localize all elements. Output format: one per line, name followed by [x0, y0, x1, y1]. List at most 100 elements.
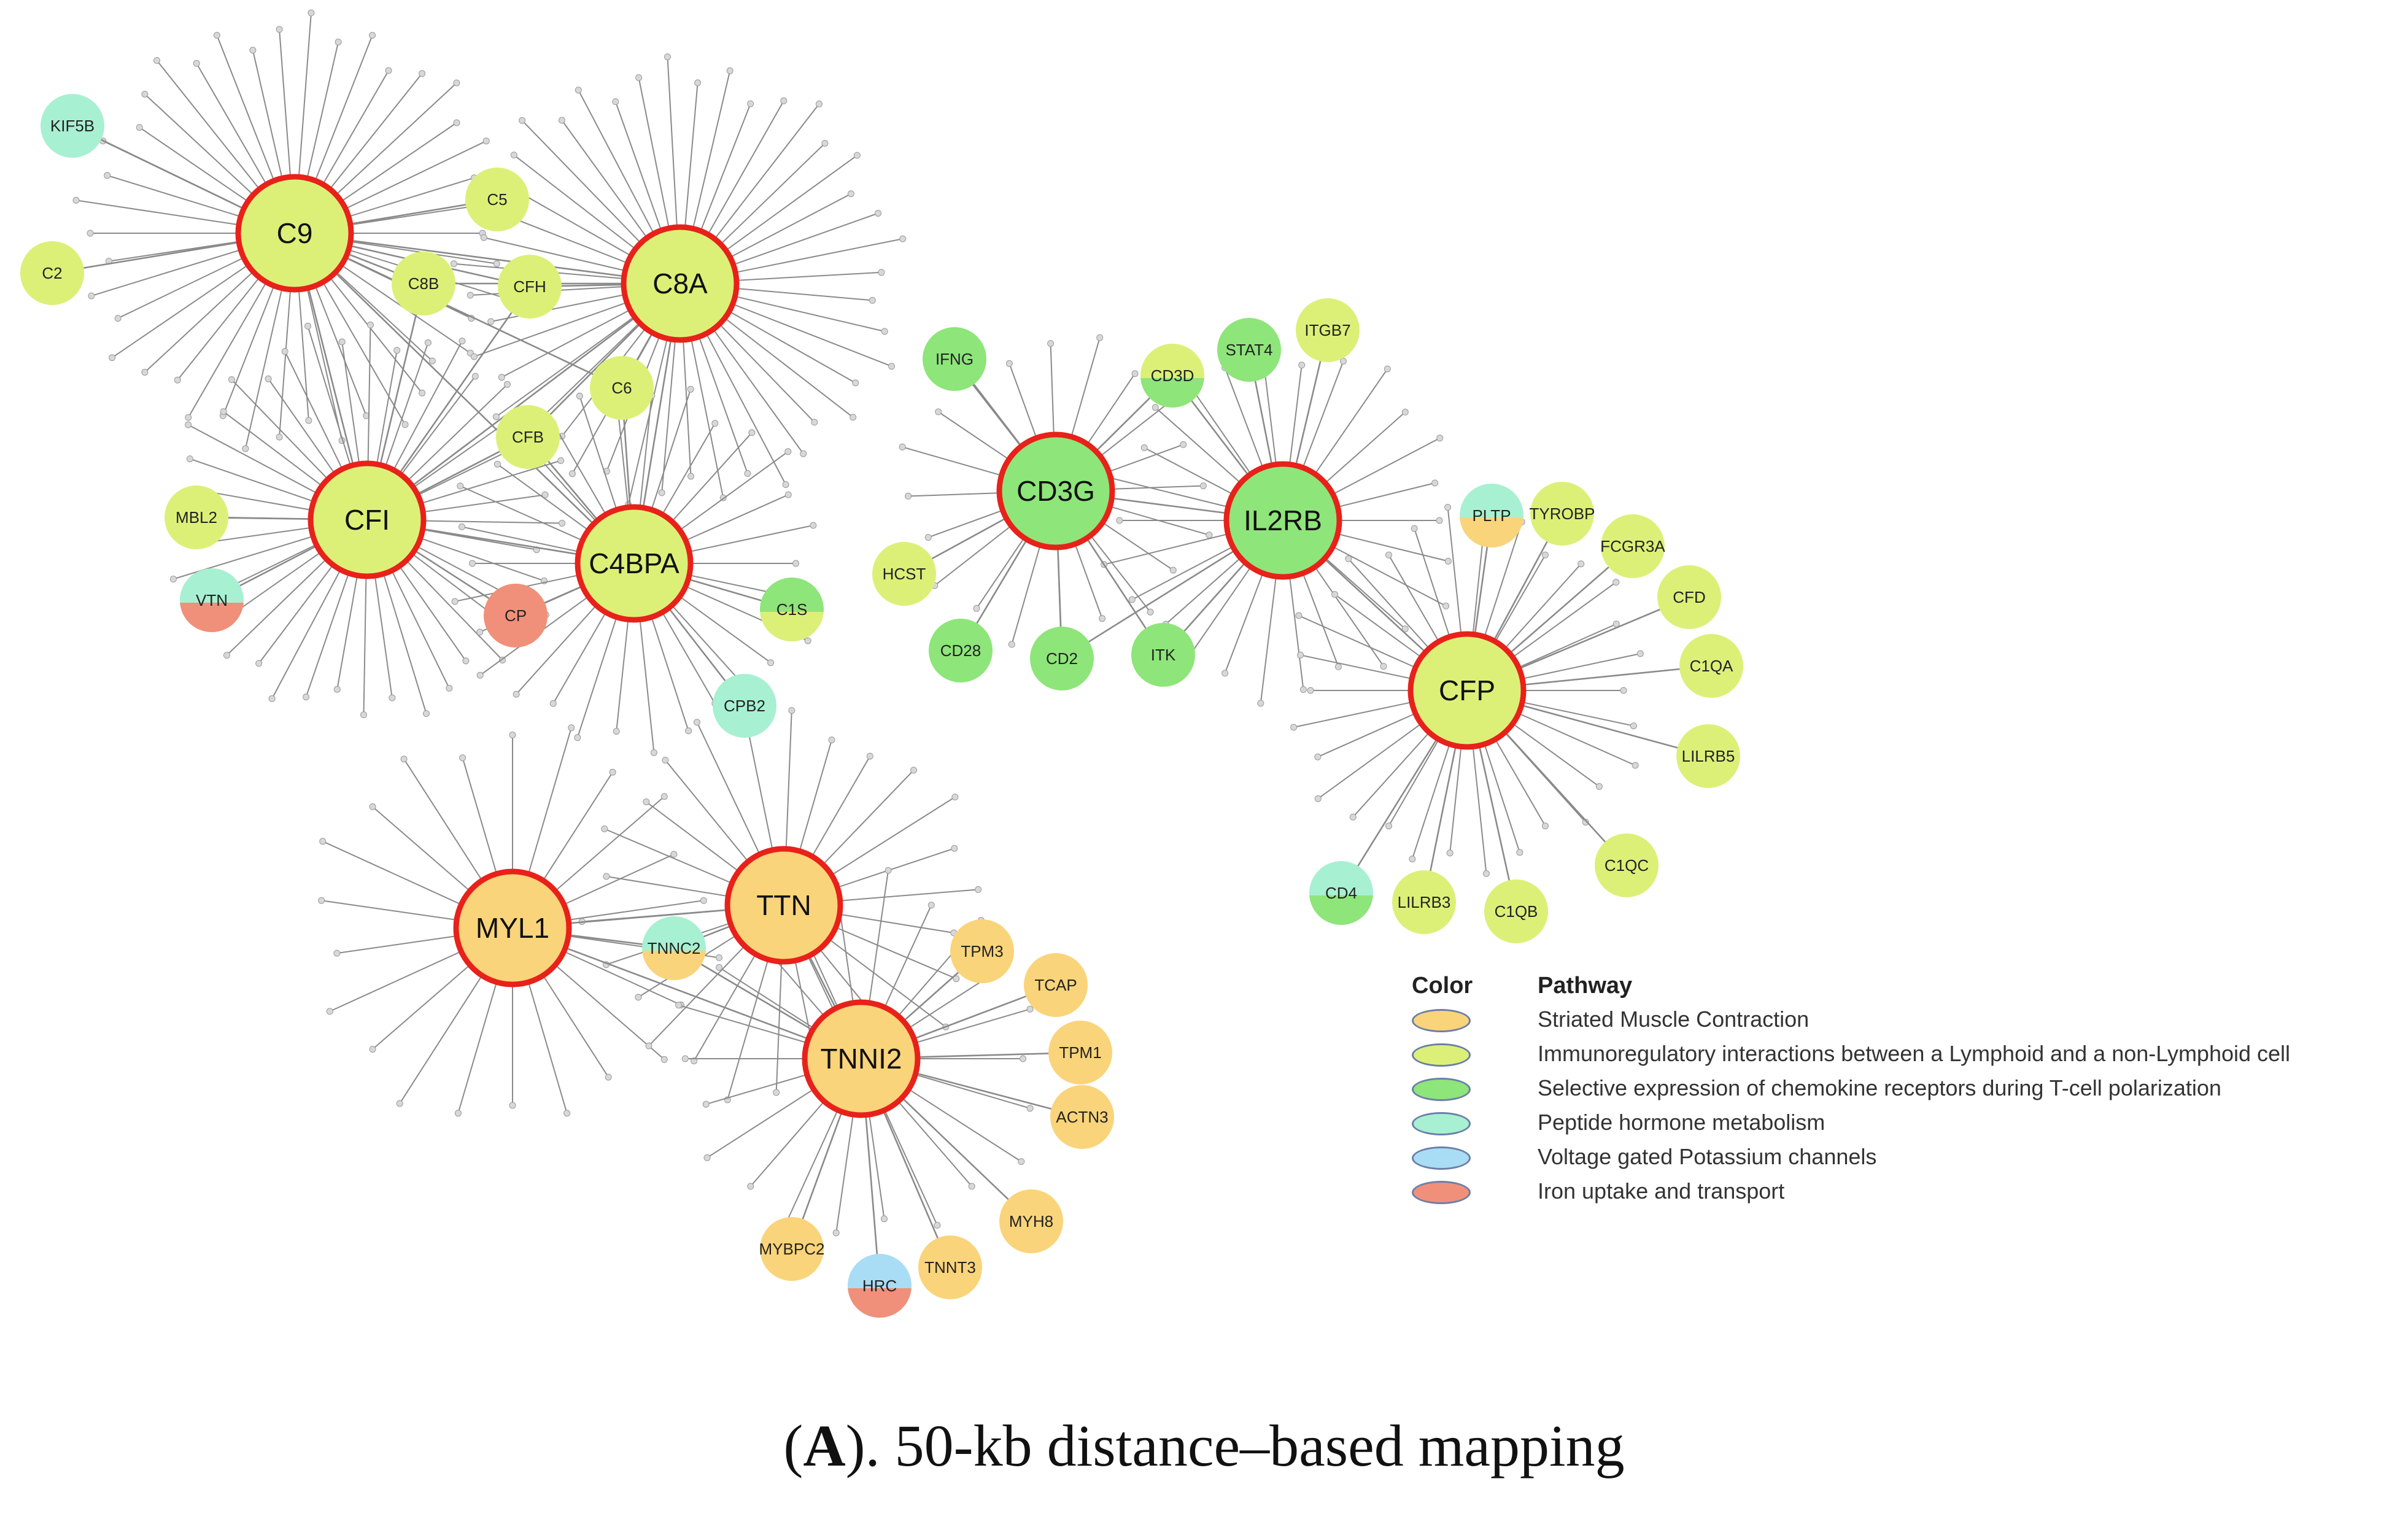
legend-item: Iron uptake and transport: [1412, 1178, 2394, 1205]
satellite-gene-node: [691, 1057, 698, 1065]
satellite-gene-node: [899, 443, 906, 450]
satellite-gene-node: [1516, 849, 1523, 856]
satellite-gene-node: [1411, 525, 1418, 532]
satellite-gene-node: [853, 152, 861, 159]
satellite-gene-node: [664, 53, 671, 61]
hub-node-cfp: CFP: [1407, 631, 1527, 750]
gene-label: C2: [42, 264, 62, 282]
satellite-gene-node: [1297, 651, 1304, 659]
satellite-gene-node: [726, 67, 734, 74]
satellite-gene-node: [575, 87, 582, 94]
satellite-gene-node: [744, 470, 751, 477]
satellite-gene-node: [875, 210, 881, 217]
satellite-gene-node: [1131, 370, 1139, 377]
gene-node-lilrb3: LILRB3: [1392, 870, 1456, 934]
satellite-gene-node: [716, 954, 722, 961]
satellite-gene-node: [482, 137, 490, 145]
satellite-gene-node: [609, 768, 616, 776]
satellite-gene-node: [694, 79, 702, 87]
satellite-gene-node: [934, 1221, 941, 1229]
satellite-gene-node: [1047, 340, 1055, 347]
satellite-gene-node: [645, 1042, 652, 1049]
edge-c9-c6: [294, 232, 622, 389]
gene-node-cd28: CD28: [929, 619, 993, 682]
satellite-gene-node: [687, 473, 694, 480]
satellite-gene-node: [1409, 856, 1416, 863]
hub-label: CFP: [1439, 674, 1495, 706]
satellite-gene-node: [1026, 1105, 1034, 1112]
satellite-gene-node: [968, 1183, 975, 1190]
satellite-gene-node: [747, 100, 754, 107]
satellite-gene-node: [557, 457, 565, 464]
satellite-gene-node: [700, 897, 707, 904]
gene-node-c1qb: C1QB: [1484, 879, 1548, 943]
satellite-gene-node: [658, 489, 665, 497]
figure-caption: (A). 50-kb distance–based mapping: [0, 1412, 2408, 1480]
satellite-gene-node: [459, 754, 467, 762]
satellite-gene-node: [104, 172, 111, 179]
satellite-gene-node: [782, 481, 789, 488]
edge-myl1-tnni2: [512, 927, 862, 1060]
gene-label: C1QC: [1605, 856, 1649, 875]
satellite-gene-node: [424, 339, 432, 346]
satellite-gene-node: [419, 389, 426, 396]
satellite-gene-node: [136, 124, 143, 131]
gene-node-tpm3: TPM3: [950, 919, 1014, 983]
satellite-gene-node: [924, 534, 932, 541]
gene-label: MYBPC2: [759, 1240, 825, 1258]
satellite-gene-node: [281, 348, 288, 355]
satellite-gene-node: [1307, 687, 1314, 694]
gene-label: HRC: [862, 1277, 897, 1295]
gene-node-cd4: CD4: [1309, 861, 1373, 925]
satellite-gene-node: [888, 363, 896, 370]
satellite-gene-node: [333, 686, 341, 693]
satellite-gene-node: [687, 385, 694, 393]
gene-label: CD2: [1046, 649, 1078, 668]
satellite-gene-node: [1169, 566, 1177, 574]
satellite-gene-node: [935, 408, 942, 416]
caption-text: ). 50-kb distance–based mapping: [845, 1413, 1625, 1478]
satellite-gene-node: [454, 1110, 462, 1117]
gene-node-cfd: CFD: [1657, 565, 1721, 629]
satellite-gene-node: [1482, 870, 1490, 877]
satellite-gene-node: [1018, 1158, 1025, 1165]
satellite-gene-node: [265, 375, 272, 382]
satellite-gene-node: [467, 292, 474, 299]
gene-node-tnnt3: TNNT3: [918, 1235, 982, 1299]
satellite-gene-node: [1206, 531, 1213, 539]
hub-node-tnni2: TNNI2: [802, 999, 921, 1118]
satellite-gene-node: [1442, 602, 1450, 609]
satellite-gene-node: [470, 353, 478, 360]
gene-node-hcst: HCST: [872, 542, 936, 606]
satellite-gene-node: [141, 369, 149, 376]
gene-label: CD3D: [1151, 366, 1194, 385]
satellite-gene-node: [453, 79, 460, 87]
satellite-gene-node: [910, 767, 917, 774]
gene-node-tyrobp: TYROBP: [1530, 482, 1595, 546]
satellite-gene-node: [1140, 444, 1148, 451]
satellite-gene-node: [457, 482, 464, 490]
satellite-gene-node: [1384, 365, 1391, 373]
satellite-gene-node: [711, 420, 719, 427]
satellite-gene-node: [428, 357, 436, 365]
hub-node-c4bpa: C4BPA: [575, 504, 694, 623]
gene-label: ITK: [1151, 646, 1176, 664]
satellite-gene-node: [601, 825, 608, 832]
gene-node-stat4: STAT4: [1217, 318, 1281, 382]
gene-label: C6: [611, 379, 632, 397]
satellite-gene-node: [899, 235, 907, 242]
satellite-gene-node: [603, 873, 610, 880]
caption-open: (: [783, 1413, 803, 1478]
satellite-gene-node: [471, 373, 479, 380]
satellite-gene-node: [308, 9, 315, 17]
satellite-gene-node: [650, 749, 657, 756]
satellite-gene-node: [1444, 504, 1452, 511]
gene-node-hrc: HRC: [848, 1254, 912, 1318]
satellite-gene-node: [1339, 358, 1347, 365]
satellite-gene-node: [748, 429, 756, 436]
satellite-gene-node: [476, 671, 484, 679]
satellite-gene-node: [1314, 753, 1322, 760]
